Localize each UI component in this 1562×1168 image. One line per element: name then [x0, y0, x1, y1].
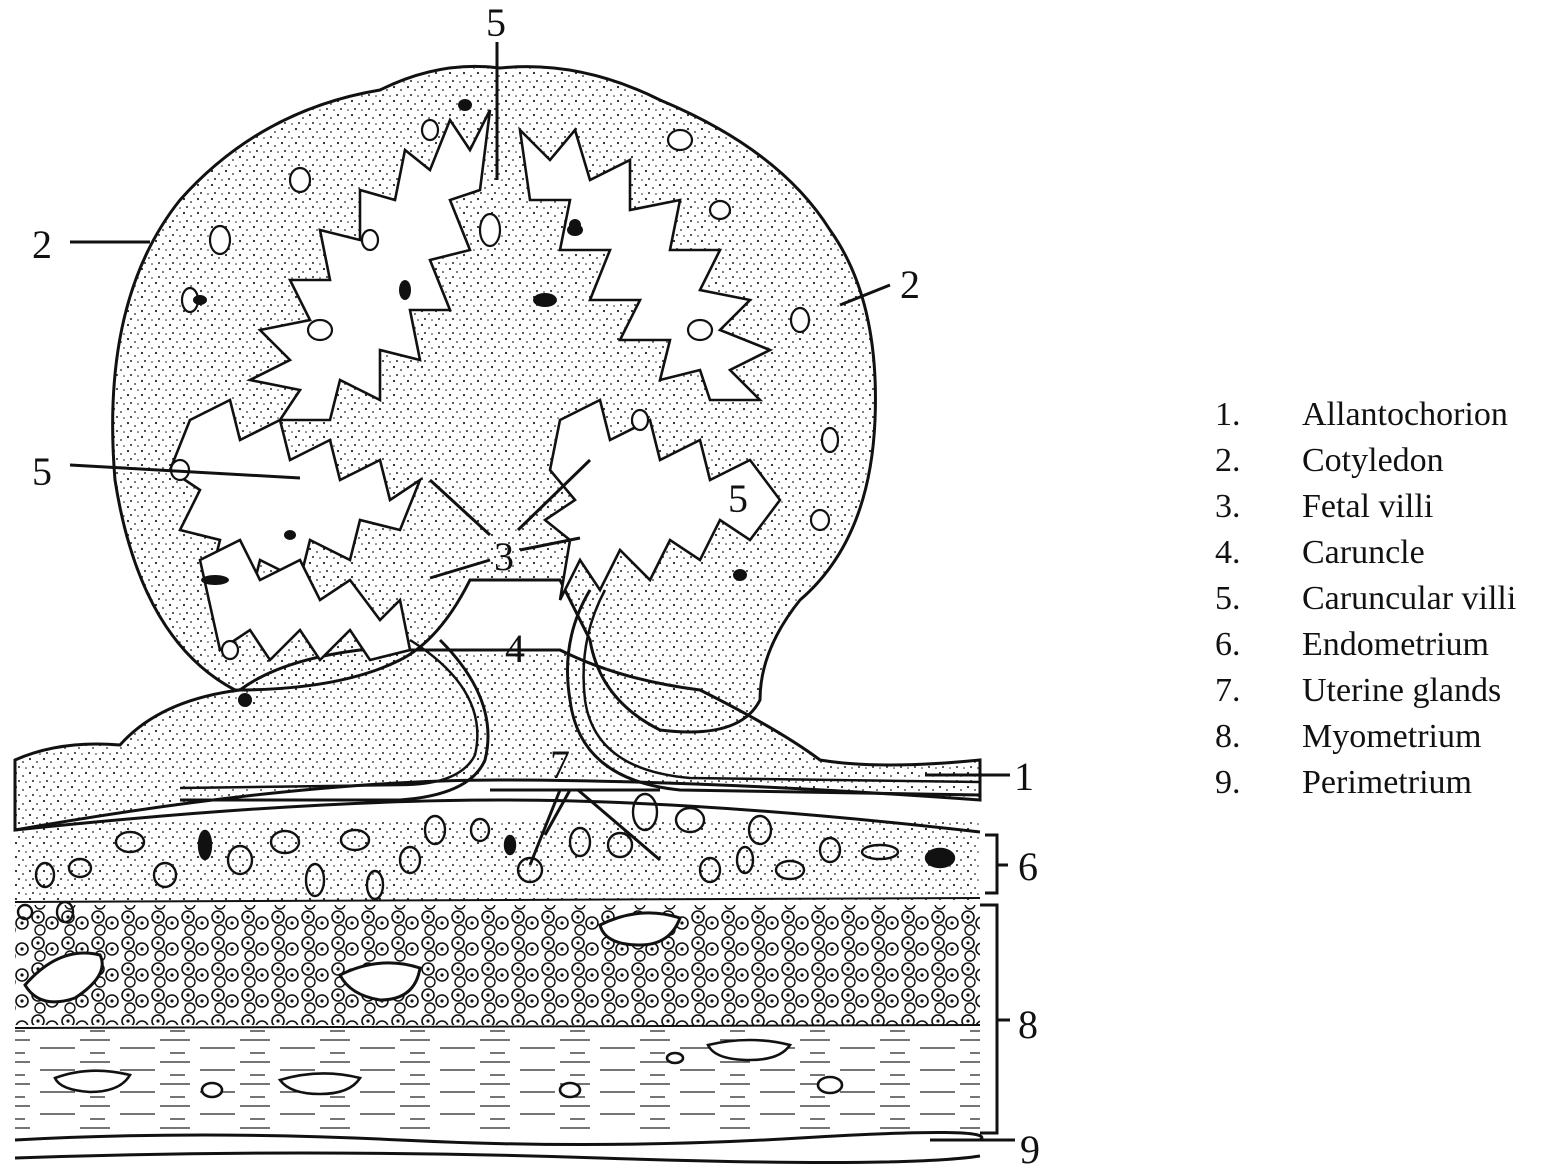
callout-5-left: 5	[32, 449, 52, 494]
legend-label: Perimetrium	[1302, 764, 1472, 801]
legend-num: 9.	[1215, 764, 1241, 801]
legend-num: 2.	[1215, 442, 1241, 479]
legend-label: Caruncular villi	[1302, 580, 1516, 617]
legend-num: 5.	[1215, 580, 1241, 617]
callout-2-right: 2	[900, 262, 920, 307]
legend-num: 6.	[1215, 626, 1241, 663]
callout-5-top: 5	[486, 0, 506, 45]
legend-label: Caruncle	[1302, 534, 1425, 571]
legend-num: 4.	[1215, 534, 1241, 571]
perimetrium-layer	[15, 1132, 982, 1162]
callout-8-right: 8	[1018, 1002, 1038, 1047]
allantochorion-layer	[15, 650, 980, 830]
callout-2-left: 2	[32, 222, 52, 267]
callout-6-right: 6	[1018, 844, 1038, 889]
callout-7-glands: 7	[550, 742, 570, 787]
legend-label: Cotyledon	[1302, 442, 1444, 479]
legend-label: Myometrium	[1302, 718, 1481, 755]
callout-5-inner: 5	[728, 476, 748, 521]
callout-4-center: 4	[505, 626, 525, 671]
legend-num: 7.	[1215, 672, 1241, 709]
callout-1-right: 1	[1014, 754, 1034, 799]
callout-3-center: 3	[494, 534, 514, 579]
legend-label: Endometrium	[1302, 626, 1489, 663]
legend-num: 3.	[1215, 488, 1241, 525]
uterine-wall	[15, 794, 982, 1163]
legend-num: 8.	[1215, 718, 1241, 755]
legend-label: Fetal villi	[1302, 488, 1433, 525]
legend-label: Uterine glands	[1302, 672, 1501, 709]
callout-9-right: 9	[1020, 1127, 1040, 1168]
legend: 1. Allantochorion 2. Cotyledon 3. Fetal …	[1215, 396, 1516, 801]
legend-num: 1.	[1215, 396, 1241, 433]
myometrium-cellular-layer	[15, 905, 980, 1025]
legend-label: Allantochorion	[1302, 396, 1508, 433]
